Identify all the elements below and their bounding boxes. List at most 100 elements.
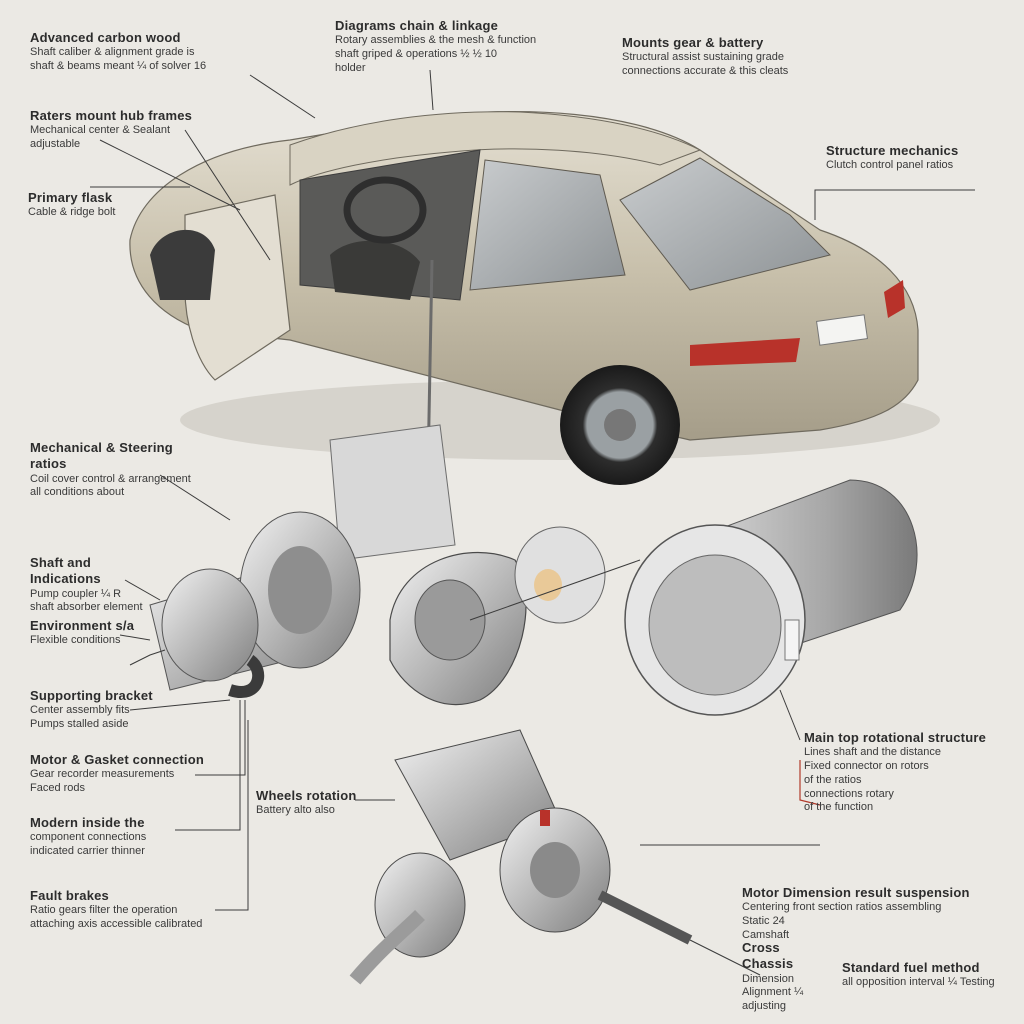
leader-c10 — [129, 649, 166, 666]
callout-c14-desc: Battery alto also — [256, 804, 335, 817]
callout-c11-title: Motor & Gasket connection — [30, 752, 205, 767]
callout-c12: Modern inside the component connections … — [30, 815, 210, 859]
callout-c3-desc: Structural assist sustaining grade conne… — [622, 51, 789, 77]
callout-c2-desc: Rotary assemblies & the mesh & function … — [335, 34, 537, 74]
drum-inner — [648, 554, 782, 696]
car — [129, 110, 940, 485]
callout-c13-title: Fault brakes — [30, 888, 109, 903]
mount-bracket — [329, 424, 456, 561]
leader-drum — [779, 689, 801, 741]
cable — [228, 655, 265, 698]
callout-c12-desc: component connections indicated carrier … — [30, 831, 147, 857]
callout-c17: Cross Chassis Dimension Alignment ¼ adju… — [742, 940, 832, 1014]
leader-c4b — [184, 129, 271, 261]
leader-c8 — [124, 579, 161, 601]
leader-c12 — [195, 700, 246, 776]
callout-c15-title: Main top rotational structure — [804, 730, 987, 745]
axle-rod — [597, 890, 693, 945]
callout-c18-desc: all opposition interval ¼ Testing — [842, 976, 995, 989]
callout-c3-title: Mounts gear & battery — [622, 35, 764, 50]
rear-hub — [604, 409, 636, 441]
drive-assembly — [149, 424, 606, 706]
leader-c9 — [119, 634, 151, 641]
callout-c11: Motor & Gasket connection Gear recorder … — [30, 752, 210, 796]
side-window — [469, 159, 626, 291]
drum-clip — [784, 619, 800, 661]
leader-lines — [90, 69, 975, 976]
disc — [514, 526, 606, 624]
seat — [330, 240, 420, 300]
leader-c4 — [99, 139, 241, 211]
plate — [815, 314, 869, 346]
callout-c15: Main top rotational structure Lines shaf… — [804, 730, 1009, 815]
callout-c1-desc: Shaft caliber & alignment grade is shaft… — [30, 46, 207, 72]
callout-c13-desc: Ratio gears filter the operation attachi… — [30, 904, 203, 930]
leader-c18 — [689, 939, 761, 976]
callout-c5-desc: Cable & ridge bolt — [28, 206, 116, 219]
callout-c5: Primary flask Cable & ridge bolt — [28, 190, 138, 220]
callout-c5-title: Primary flask — [28, 190, 113, 205]
callout-c10-title: Supporting bracket — [30, 688, 153, 703]
callout-c12-title: Modern inside the — [30, 815, 145, 830]
callout-c10: Supporting bracket Center assembly fits … — [30, 688, 170, 732]
callout-c11-desc: Gear recorder measurements Faced rods — [30, 768, 175, 794]
callout-c3: Mounts gear & battery Structural assist … — [622, 35, 832, 79]
callout-c9-title: Environment s/a — [30, 618, 135, 633]
callout-c7-desc: Coil cover control & arrangement all con… — [30, 472, 191, 499]
red-marker — [540, 810, 550, 826]
gear-hub — [161, 568, 259, 682]
tail-light — [690, 338, 800, 366]
callout-c17-desc: Dimension Alignment ¼ adjusting — [742, 972, 804, 1013]
callout-c16-title: Motor Dimension result suspension — [742, 885, 970, 900]
leader-c1 — [249, 74, 316, 119]
steering-wheel — [343, 176, 427, 244]
gearbox — [349, 729, 693, 985]
callout-c15-desc: Lines shaft and the distance Fixed conne… — [804, 746, 941, 814]
callout-c7: Mechanical & Steering ratios Coil cover … — [30, 440, 210, 500]
callout-c14-title: Wheels rotation — [256, 788, 357, 803]
callout-c10-desc: Center assembly fits Pumps stalled aside — [30, 704, 130, 730]
leader-c6 — [814, 189, 975, 220]
callout-c17-title: Cross Chassis — [742, 940, 794, 972]
callout-c1-title: Advanced carbon wood — [30, 30, 181, 45]
callout-c6: Structure mechanics Clutch control panel… — [826, 143, 1001, 173]
motor-hub — [530, 842, 580, 898]
rear-window — [619, 157, 831, 291]
callout-c6-title: Structure mechanics — [826, 143, 959, 158]
callout-c8: Shaft and Indications Pump coupler ¼ R s… — [30, 555, 165, 615]
callout-c9-desc: Flexible conditions — [30, 634, 121, 647]
leader-c14 — [215, 720, 249, 911]
flange-left-inner — [268, 546, 332, 634]
leader-c13 — [175, 700, 241, 831]
callout-c18-title: Standard fuel method — [842, 960, 980, 975]
callout-c7-title: Mechanical & Steering ratios — [30, 440, 173, 472]
leader-c2 — [429, 69, 434, 111]
callout-c2-title: Diagrams chain & linkage — [335, 18, 499, 33]
callout-c1: Advanced carbon wood Shaft caliber & ali… — [30, 30, 280, 74]
drum-assembly — [624, 479, 918, 716]
callout-c16: Motor Dimension result suspension Center… — [742, 885, 1012, 943]
callout-c4-title: Raters mount hub frames — [30, 108, 193, 123]
leader-c17 — [799, 760, 821, 806]
callout-c14: Wheels rotation Battery alto also — [256, 788, 361, 818]
disc-glow — [534, 569, 562, 601]
callout-c16-desc: Centering front section ratios assemblin… — [742, 901, 942, 941]
callout-c4-desc: Mechanical center & Sealant adjustable — [30, 124, 171, 150]
callout-c18: Standard fuel method all opposition inte… — [842, 960, 1012, 990]
callout-c13: Fault brakes Ratio gears filter the oper… — [30, 888, 245, 932]
car-roof — [289, 111, 702, 186]
front-wheel-arch — [150, 229, 215, 300]
callout-c9: Environment s/a Flexible conditions — [30, 618, 145, 648]
callout-c6-desc: Clutch control panel ratios — [826, 159, 954, 172]
leader-c7 — [159, 474, 231, 521]
callout-c2: Diagrams chain & linkage Rotary assembli… — [335, 18, 580, 76]
brake-lever — [349, 910, 425, 985]
leader-mid — [469, 559, 641, 621]
leader-c11 — [129, 699, 231, 711]
callout-c4: Raters mount hub frames Mechanical cente… — [30, 108, 200, 152]
caliper-center — [414, 579, 486, 661]
tail-light-right — [884, 280, 905, 318]
callout-c8-desc: Pump coupler ¼ R shaft absorber element — [30, 587, 143, 614]
